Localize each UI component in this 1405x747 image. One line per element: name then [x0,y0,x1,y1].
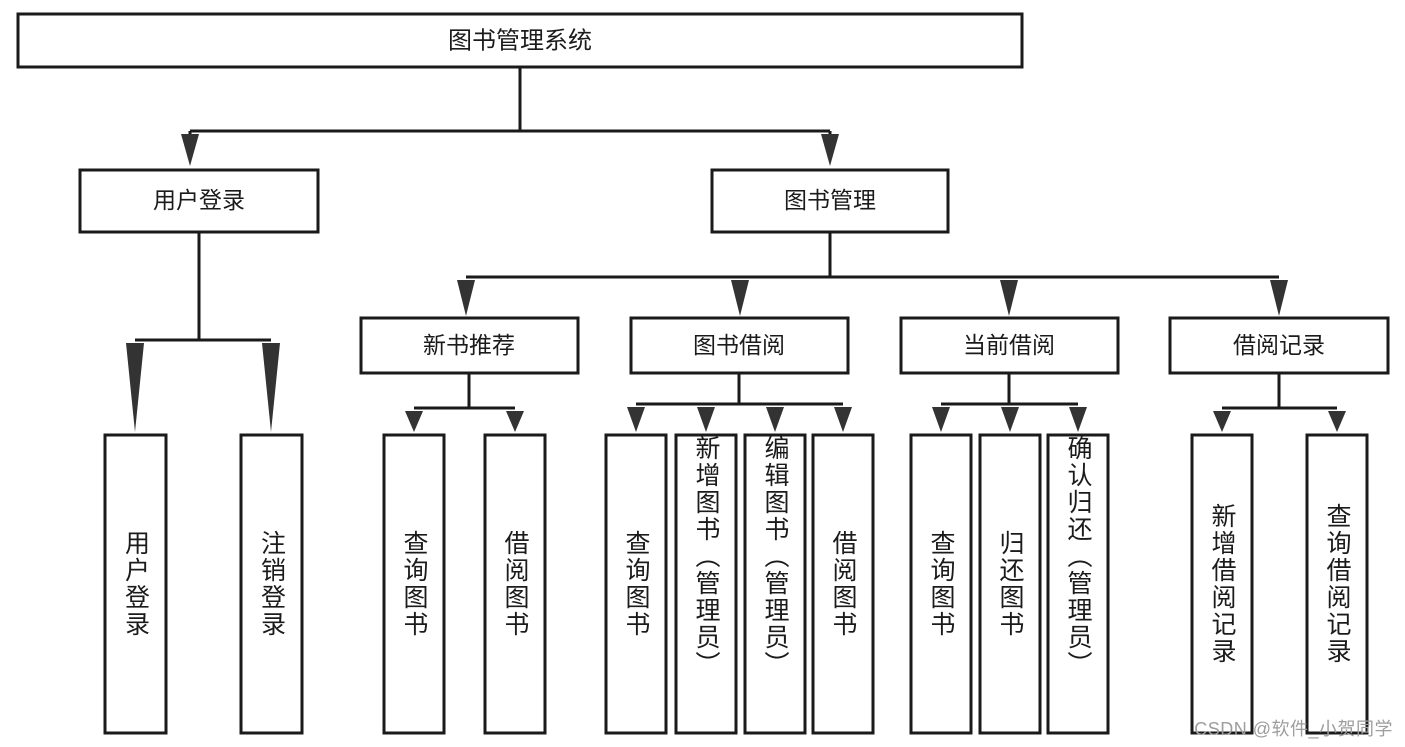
arrowhead-level3-4 [1270,280,1288,316]
leaf-box-book-borrow-1[interactable] [604,433,668,735]
leaf-box-borrow-record-1[interactable] [1190,433,1254,735]
current-borrow-label: 当前借阅 [963,332,1055,358]
leaf-box-user-login-2[interactable] [239,433,304,735]
node-borrow-record[interactable]: 借阅记录 [1168,316,1390,375]
user-login-label: 用户登录 [153,187,245,213]
arrowhead-level3-2 [731,280,749,316]
leaf-box-new-book-1[interactable] [382,433,446,735]
arrowhead-leaf-borrow-record-2 [1328,411,1346,432]
node-book-manage[interactable]: 图书管理 [710,168,950,234]
new-book-box[interactable] [359,316,580,375]
arrowhead-leaf-current-borrow-2 [1001,407,1019,432]
root-box[interactable] [16,12,1024,69]
arrowhead-leaf-borrow-record-1 [1213,411,1231,432]
node-book-borrow[interactable]: 图书借阅 [629,316,850,375]
watermark-text: CSDN @软件_小贺同学 [1194,719,1393,739]
arrowhead-leaf-book-borrow-4 [834,407,852,432]
leaf-box-borrow-record-2[interactable] [1305,433,1369,735]
new-book-label: 新书推荐 [423,332,515,358]
arrowhead-leaf-book-borrow-1 [627,407,645,432]
root-label: 图书管理系统 [448,27,592,54]
book-manage-box[interactable] [710,168,950,234]
arrowhead-book-manage [821,134,839,166]
leaf-box-current-borrow-3[interactable] [1046,433,1110,735]
book-borrow-label: 图书借阅 [693,332,785,358]
borrow-record-box[interactable] [1168,316,1390,375]
arrowhead-user-login [181,134,199,166]
arrowhead-level3-1 [457,280,475,316]
leaf-box-new-book-2[interactable] [483,433,547,735]
leaf-box-current-borrow-2[interactable] [978,433,1042,735]
node-user-login[interactable]: 用户登录 [78,168,320,234]
leaf-box-user-login-1[interactable] [103,433,168,735]
arrowhead-leaf-new-book-2 [506,411,524,432]
arrowhead-leaf-user-login-2 [262,343,280,432]
arrowhead-leaf-new-book-1 [405,411,423,432]
leaf-box-book-borrow-3[interactable] [743,433,807,735]
borrow-record-label: 借阅记录 [1233,332,1325,358]
arrowhead-leaf-user-login-1 [126,343,144,432]
arrowhead-leaf-current-borrow-1 [932,407,950,432]
leaf-box-book-borrow-2[interactable] [674,433,738,735]
leaf-box-current-borrow-1[interactable] [909,433,973,735]
book-manage-label: 图书管理 [784,187,876,213]
node-new-book[interactable]: 新书推荐 [359,316,580,375]
arrowhead-leaf-current-borrow-3 [1069,407,1087,432]
node-current-borrow[interactable]: 当前借阅 [899,316,1120,375]
node-root[interactable]: 图书管理系统 [16,12,1024,69]
arrowhead-leaf-book-borrow-2 [697,407,715,432]
current-borrow-box[interactable] [899,316,1120,375]
leaf-box-book-borrow-4[interactable] [811,433,875,735]
arrowhead-leaf-book-borrow-3 [766,407,784,432]
arrowhead-level3-3 [1000,280,1018,316]
